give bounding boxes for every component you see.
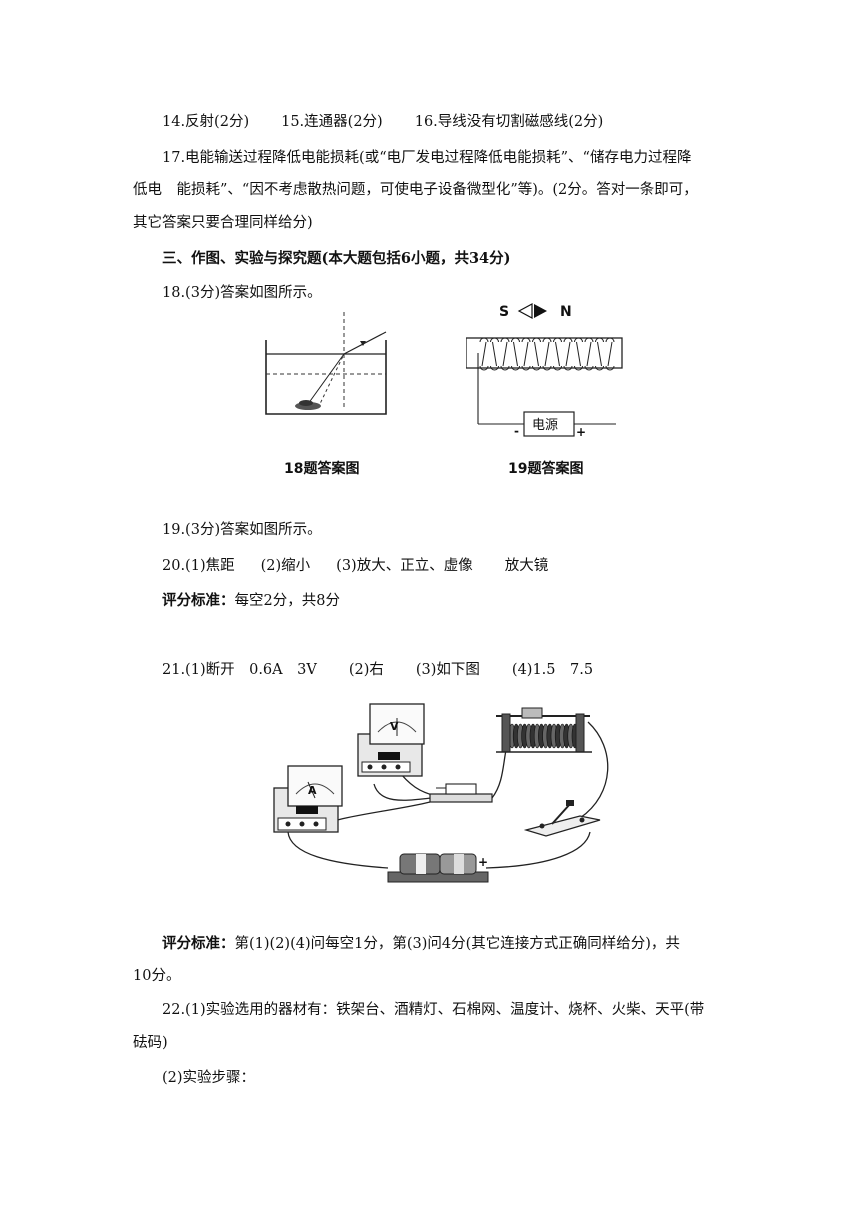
score-21-text: 第(1)(2)(4)问每空1分，第(3)问4分(其它连接方式正确同样给分)，共 <box>234 936 680 952</box>
coil-loop-top <box>479 337 489 343</box>
coil-loop-top <box>511 337 520 343</box>
coil-wire <box>502 341 508 367</box>
answer-17-line1: 17.电能输送过程降低电能损耗(或“电厂发电过程降低电能损耗”、“储存电力过程降 <box>162 150 692 166</box>
answer-21: 21.(1)断开 0.6A 3V (2)右 (3)如下图 (4)1.5 7.5 <box>162 660 593 680</box>
battery: + <box>387 853 489 883</box>
coil-loop-top <box>574 337 583 343</box>
answer-20-1: 20.(1)焦距 <box>162 558 235 574</box>
answer-15: 15.连通器(2分) <box>281 114 383 130</box>
coil-loop-bottom <box>542 365 552 371</box>
coil-loop-top <box>521 337 531 343</box>
coil-wire <box>565 341 571 367</box>
battery-plus-label: + <box>478 855 488 869</box>
answer-19: 19.(3分)答案如图所示。 <box>162 522 322 538</box>
coil-loop-bottom <box>511 365 520 371</box>
coil-loop-bottom <box>479 365 489 371</box>
ammeter-label: A <box>308 784 317 797</box>
coil-loop-bottom <box>532 365 541 371</box>
answer-20-2: (2)缩小 <box>260 558 311 574</box>
section-3-heading: 三、作图、实验与探究题(本大题包括6小题，共34分) <box>162 250 511 267</box>
coil-loop-top <box>542 337 552 343</box>
coil-loop-top <box>500 337 510 343</box>
figure-19-caption: 19题答案图 <box>508 461 584 477</box>
coil-loop-top <box>532 337 541 343</box>
coil-loop-bottom <box>500 365 510 371</box>
coil-loop-bottom <box>521 365 531 371</box>
score-20-label: 评分标准： <box>162 592 235 609</box>
voltmeter-label: V <box>390 720 399 733</box>
coil-loop-top <box>605 337 615 343</box>
coil-loop-bottom <box>595 365 604 371</box>
figure-18-refraction <box>265 312 387 415</box>
coil-wire <box>555 341 560 367</box>
coil-loop-bottom <box>605 365 615 371</box>
answer-20-3: (3)放大、正立、虚像 <box>336 558 473 574</box>
figure-19-plus: + <box>576 425 586 439</box>
figure-19-source-label: 电源 <box>532 418 558 433</box>
answer-21-1: 21.(1)断开 0.6A 3V <box>162 662 317 678</box>
answer-17-line3: 其它答案只要合理同样给分) <box>133 215 313 231</box>
answer-20: 20.(1)焦距 (2)缩小 (3)放大、正立、虚像 放大镜 <box>162 556 548 576</box>
answer-16: 16.导线没有切割磁感线(2分) <box>414 114 604 130</box>
coil-loop-top <box>595 337 604 343</box>
figure-19-south-label: S <box>499 304 509 320</box>
answer-18: 18.(3分)答案如图所示。 <box>162 285 322 301</box>
score-21-cont: 10分。 <box>133 968 181 984</box>
coil-loop-bottom <box>563 365 573 371</box>
figure-19-north-label: N <box>560 304 572 320</box>
coil-wire <box>544 341 550 367</box>
coil-loop-top <box>584 337 594 343</box>
figure-19-minus: - <box>514 424 519 438</box>
switch <box>523 800 601 837</box>
answer-17-line2: 低电 能损耗”、“因不考虑散热问题，可使电子设备微型化”等)。(2分。答对一条即… <box>133 182 698 198</box>
coil-wire <box>607 341 613 367</box>
answer-22-line3: (2)实验步骤： <box>162 1070 256 1086</box>
coil-wire <box>534 341 539 367</box>
figure-19-solenoid: S N 电源 - + <box>466 302 623 439</box>
score-20: 评分标准：每空2分，共8分 <box>162 591 340 611</box>
coil-loop-top <box>563 337 573 343</box>
coil-loop-bottom <box>584 365 594 371</box>
coil-wire <box>513 341 518 367</box>
answer-14: 14.反射(2分) <box>162 114 250 130</box>
resistor <box>429 783 493 803</box>
answer-22-line1: 22.(1)实验选用的器材有：铁架台、酒精灯、石棉网、温度计、烧杯、火柴、天平(… <box>162 1002 705 1018</box>
figure-18-caption: 18题答案图 <box>284 461 360 477</box>
score-20-text: 每空2分，共8分 <box>234 593 340 609</box>
answer-22-line2: 砝码) <box>133 1035 168 1051</box>
coil-wire <box>492 341 497 367</box>
coil-loop-bottom <box>553 365 562 371</box>
coil-loop-top <box>490 337 499 343</box>
coil-wire <box>523 341 529 367</box>
coil-wire <box>597 341 602 367</box>
figure-21-circuit: V A <box>273 703 609 883</box>
answer-21-3: (3)如下图 <box>415 662 480 678</box>
answer-21-4: (4)1.5 7.5 <box>511 662 594 678</box>
coil-loop-bottom <box>574 365 583 371</box>
coil-wire <box>481 341 487 367</box>
score-21: 评分标准：第(1)(2)(4)问每空1分，第(3)问4分(其它连接方式正确同样给… <box>162 934 680 954</box>
coil-wire <box>586 341 592 367</box>
coil-loop-bottom <box>490 365 499 371</box>
coil-loop-top <box>553 337 562 343</box>
answer-20-4: 放大镜 <box>504 558 549 574</box>
voltmeter: V <box>357 703 425 777</box>
answer-21-2: (2)右 <box>348 662 384 678</box>
solenoid-coils <box>479 337 615 371</box>
answer-line-14-16: 14.反射(2分) 15.连通器(2分) 16.导线没有切割磁感线(2分) <box>162 112 603 132</box>
ammeter: A <box>273 765 343 833</box>
coil-wire <box>576 341 581 367</box>
score-21-label: 评分标准： <box>162 935 235 952</box>
rheostat <box>496 707 592 753</box>
